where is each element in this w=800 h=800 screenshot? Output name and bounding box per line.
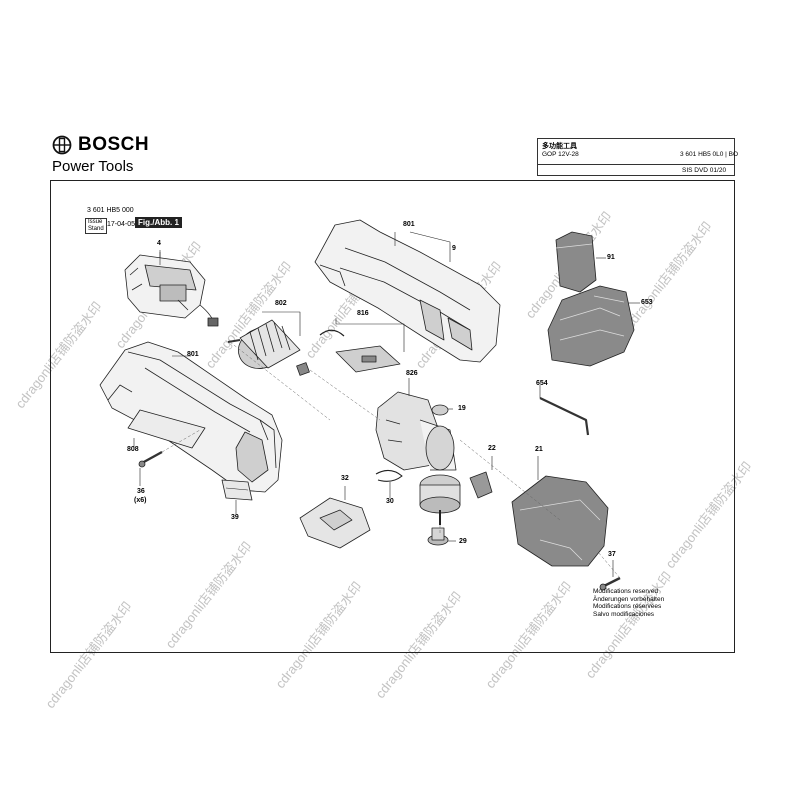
callout-36-quantity: (x6) (134, 497, 147, 504)
notice-line-de: Änderungen vorbehalten (593, 595, 665, 603)
callout-39: 39 (231, 514, 239, 521)
issue-date: 17-04-05 (107, 221, 136, 228)
callout-91: 91 (607, 254, 615, 261)
part-32-base-plate (299, 497, 371, 549)
callout-801: 801 (187, 351, 199, 358)
part-39-rating-label (221, 479, 253, 501)
part-816-clip-and-plate (319, 329, 401, 373)
callout-37: 37 (608, 551, 616, 558)
issue-label: Issue Stand (85, 218, 107, 234)
sis-reference: SIS DVD 01/20 (682, 167, 727, 174)
callout-826: 826 (406, 370, 418, 377)
part-654-hex-key (539, 397, 590, 436)
notice-line-es: Salvo modificaciones (593, 610, 655, 618)
callout-9: 9 (452, 245, 456, 252)
brand-name: BOSCH (78, 134, 150, 155)
callout-4: 4 (157, 240, 161, 247)
part-19-cap (431, 404, 449, 416)
part-4-switch-module (124, 252, 219, 327)
product-name: 多功能工具 (542, 143, 577, 150)
bosch-armature-icon (52, 135, 72, 155)
brand-subtitle: Power Tools (52, 158, 134, 175)
part-37-screw (599, 576, 621, 591)
callout-36: 36 (137, 488, 145, 495)
issue-label-line2: Stand (88, 226, 104, 232)
callout-32: 32 (341, 475, 349, 482)
drawing-frame (50, 180, 735, 653)
part-653-charger (547, 285, 635, 367)
part-29-clamp-screw (427, 527, 449, 546)
part-91-battery (555, 231, 597, 293)
spindle-assembly (419, 474, 461, 525)
notice-line-en: Modifications reserved (593, 588, 659, 595)
issue-label-line1: Issue (88, 219, 103, 225)
part-22-button (469, 471, 493, 499)
part-801-housing-top (314, 219, 501, 363)
callout-30: 30 (386, 498, 394, 505)
notice-line-fr: Modifications réservées (593, 603, 662, 611)
callout-802: 802 (275, 300, 287, 307)
product-part-number: 3 601 HB5 0L0 | BO (680, 151, 739, 158)
title-block-divider (537, 164, 735, 165)
assembly-lines (161, 341, 621, 579)
figure-label: Fig./Abb. 1 (135, 217, 182, 228)
product-model: GOP 12V-28 (542, 151, 579, 158)
part-21-front-cover (511, 475, 609, 567)
callout-19: 19 (458, 405, 466, 412)
title-block (537, 138, 735, 176)
callout-29: 29 (459, 538, 467, 545)
callout-21: 21 (535, 446, 543, 453)
callout-22: 22 (488, 445, 496, 452)
callout-816: 816 (357, 310, 369, 317)
document-number: 3 601 HB5 000 (87, 207, 134, 214)
leader-lines (133, 231, 640, 577)
part-36-screw (138, 450, 163, 468)
callout-654: 654 (536, 380, 548, 387)
part-826-gearhead (375, 391, 457, 471)
part-30-spring-clip (375, 469, 403, 482)
callout-653: 653 (641, 299, 653, 306)
part-802-motor (227, 319, 310, 376)
callout-808: 808 (127, 446, 139, 453)
callout-801: 801 (403, 221, 415, 228)
modifications-notice: Modifications reserved Änderungen vorbeh… (593, 588, 664, 618)
